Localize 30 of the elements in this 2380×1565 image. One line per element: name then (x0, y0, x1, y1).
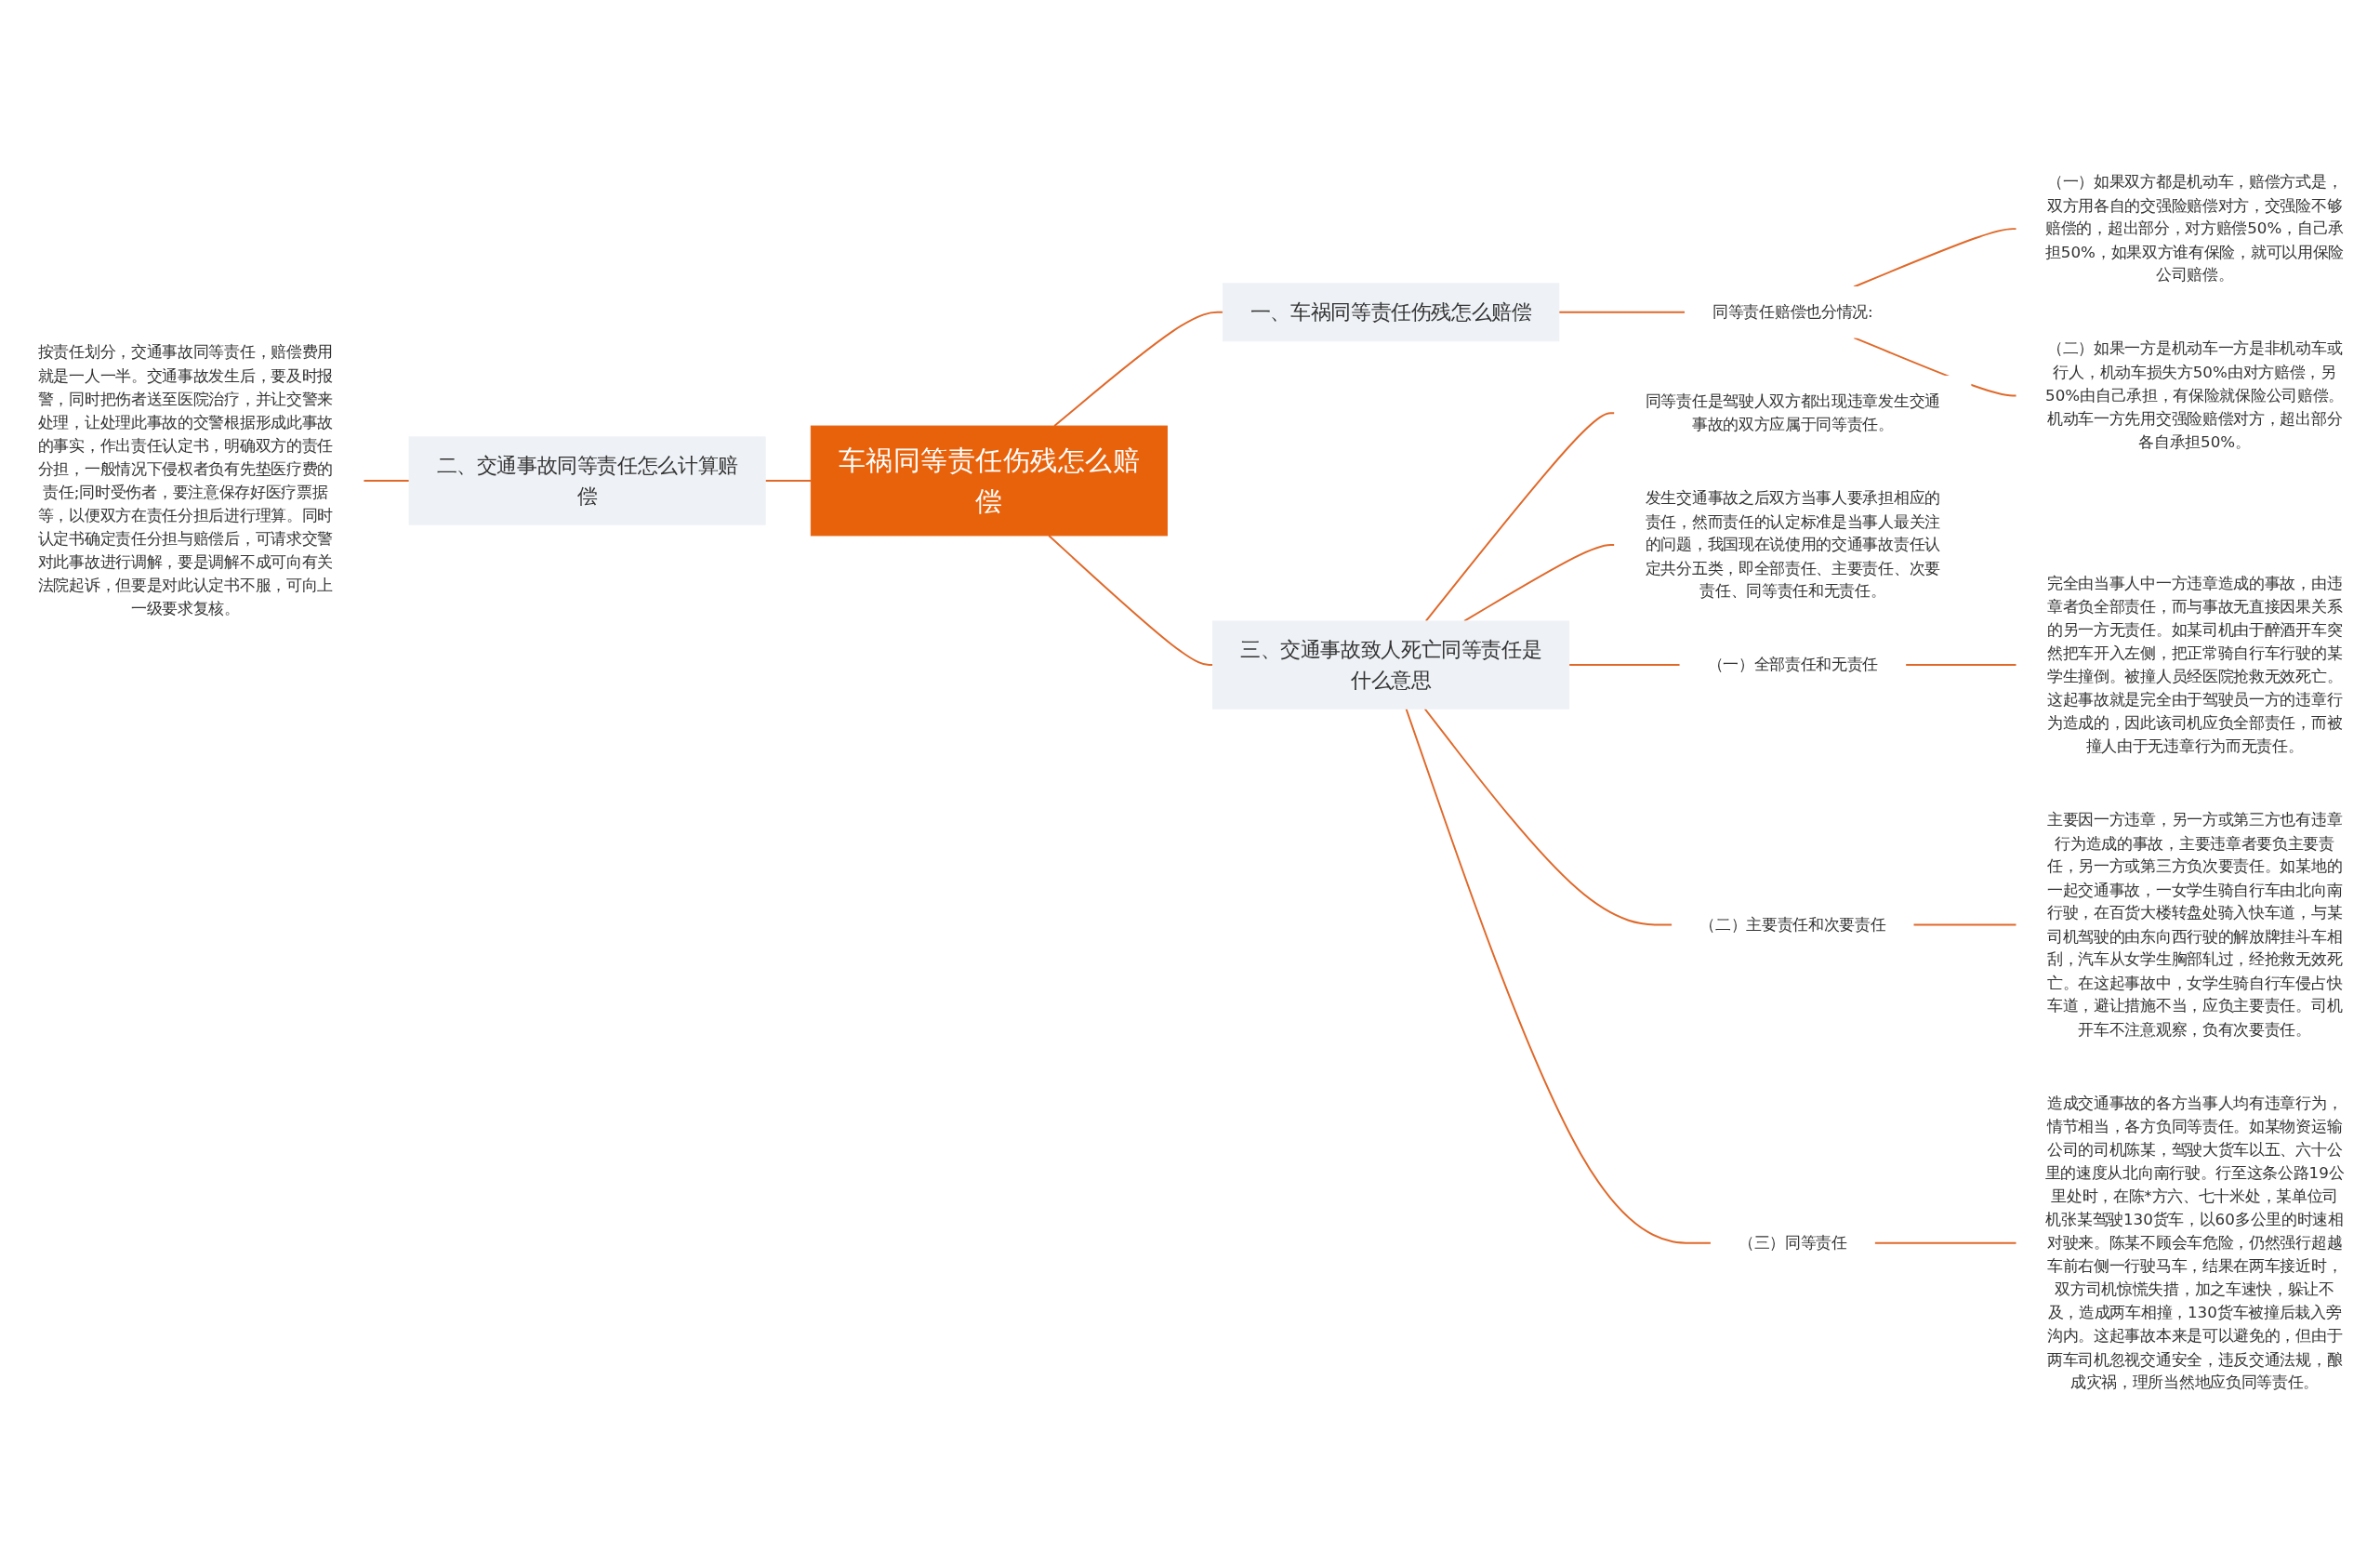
connector (1557, 311, 1686, 313)
node-text: （三）同等责任 (1738, 1233, 1847, 1252)
connector (1853, 228, 2017, 288)
node-text: （一）全部责任和无责任 (1707, 655, 1879, 674)
connector (1873, 1241, 2017, 1244)
connector (1053, 311, 1224, 428)
connector (1423, 708, 1673, 926)
connector (1048, 535, 1214, 667)
node-box: 车祸同等责任伤残怎么赔偿 (810, 425, 1168, 537)
node-text: 同等责任是驾驶人双方都出现违章发生交通事故的双方应属于同等责任。 (1645, 391, 1940, 433)
node-text: 造成交通事故的各方当事人均有违章行为，情节相当，各方负同等责任。如某物资运输公司的司机陈某，驾驶大货车以五、六十公里的速度从北向南行驶。行至这条公路19公里处时，在陈*方六、七十米处，某单位司机张某驾驶130货车，以60多公里的时速相对驶来。陈某不顾会车危险，仍然强行超越车前右侧一行驶马车，结果在两车接近时，双方司机惊慌失措，加之车速快，躲让不及，造成两车相撞，130货车被撞后栽入旁沟内。这起事故本来是可以避免的，但由于两车司机忽视交通安全，违反交通法规，酿成灾祸，理所当然地应负同等责任。 (2044, 1093, 2345, 1392)
connector (1904, 664, 2017, 667)
connector (1405, 708, 1712, 1244)
node-box: 一、车祸同等责任伤残怎么赔偿 (1222, 283, 1560, 342)
connector (1912, 923, 2017, 926)
connector (1567, 664, 1681, 667)
node-text: （二）如果一方是机动车一方是非机动车或行人，机动车损失方50%由对方赔偿，另50%由自己承担，有保险就保险公司赔偿。机动车一方先用交强险赔偿对方，超出部分各自承担50%。 (2045, 338, 2345, 451)
connector (1463, 543, 1616, 622)
node-text: 发生交通事故之后双方当事人要承担相应的责任，然而责任的认定标准是当事人最关注的问题，我国现在说使用的交通事故责任认定共分五类，即全部责任、主要责任、次要责任、同等责任和无责任。 (1645, 488, 1940, 601)
connector (764, 480, 813, 482)
connector (363, 480, 411, 482)
node-text: 同等责任赔偿也分情况: (1712, 302, 1873, 321)
node-text: （一）如果双方都是机动车，赔偿方式是，双方用各自的交强险赔偿对方，交强险不够赔偿的，超出部分，对方赔偿50%，自己承担50%，如果双方谁有保险，就可以用保险公司赔偿。 (2045, 172, 2345, 285)
node-text: 主要因一方违章，另一方或第三方也有违章行为造成的事故，主要违章者要负主要责任，另一方或第三方负次要责任。如某地的一起交通事故，一女学生骑自行车由北向南行驶，在百货大楼转盘处骑入快车道，与某司机驾驶的由东向西行驶的解放牌挂斗车相刮，汽车从女学生胸部轧过，经抢救无效死亡。在这起事故中，女学生骑自行车侵占快车道，避让措施不当，应负主要责任。司机开车不注意观察，负有次要责任。 (2046, 810, 2343, 1039)
node-box: 二、交通事故同等责任怎么计算赔偿 (408, 436, 766, 525)
node-text: 按责任划分，交通事故同等责任，赔偿费用就是一人一半。交通事故发生后，要及时报警，同时把伤者送至医院治疗，并让交警来处理，让处理此事故的交警根据形成此事故的事实，作出责任认定书，明确双方的责任分担，一般情况下侵权者负有先垫医疗费的责任;同时受伤者，要注意保存好医疗票据等，以便双方在责任分担后进行理算。同时认定书确定责任分担与赔偿后，可请求交警对此事故进行调解，要是调解不成可向有关法院起诉，但要是对此认定书不服，可向上一级要求复核。 (37, 342, 334, 617)
node-text: 完全由当事人中一方违章造成的事故，由违章者负全部责任，而与事故无直接因果关系的另一方无责任。如某司机由于醉酒开车突然把车开入左侧，把正常骑自行车行驶的某学生撞倒。被撞人员经医院抢救无效死亡。这起事故就是完全由于驾驶员一方的违章行为造成的，因此该司机应负全部责任，而被撞人由于无违章行为而无责任。 (2046, 573, 2343, 755)
connector (1424, 412, 1616, 622)
node-text: （二）主要责任和次要责任 (1699, 915, 1886, 934)
node-box: 三、交通事故致人死亡同等责任是什么意思 (1212, 620, 1570, 710)
